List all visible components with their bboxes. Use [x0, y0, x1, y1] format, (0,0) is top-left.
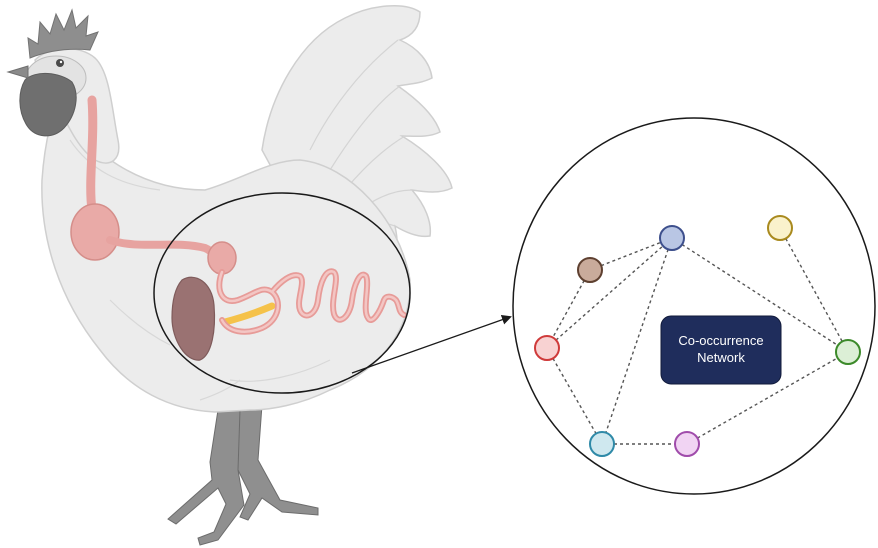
network-node-red — [535, 336, 559, 360]
network-node-blue — [660, 226, 684, 250]
chicken-legs — [168, 405, 318, 545]
esophagus — [91, 100, 93, 210]
network-node-purple — [675, 432, 699, 456]
network-node-cyan — [590, 432, 614, 456]
chicken-eye — [56, 59, 64, 67]
network-panel: Co-occurrence Network — [513, 118, 875, 494]
network-label-line2: Network — [697, 350, 745, 365]
network-node-brown — [578, 258, 602, 282]
network-label-box: Co-occurrence Network — [661, 316, 781, 384]
crop — [71, 204, 119, 260]
chicken-beak — [8, 66, 28, 78]
chicken-eye-highlight — [60, 61, 62, 63]
network-label-line1: Co-occurrence — [678, 333, 763, 348]
network-node-green — [836, 340, 860, 364]
chicken-illustration — [8, 6, 452, 545]
network-node-yellow — [768, 216, 792, 240]
